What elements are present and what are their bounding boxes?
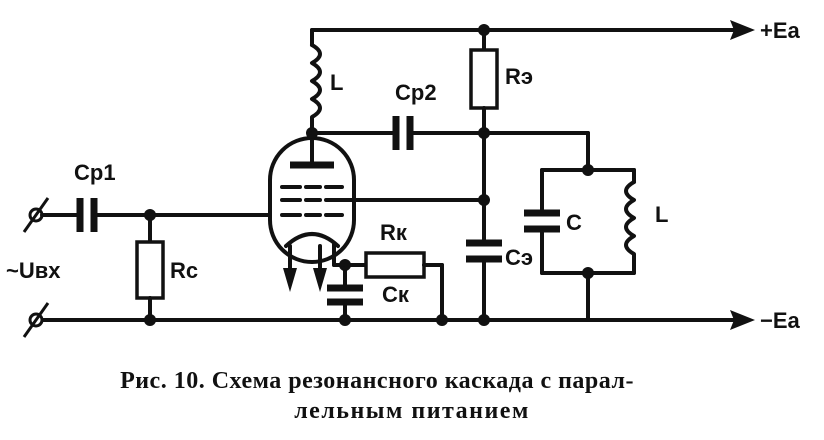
- anode-choke: [306, 28, 322, 139]
- tank-inductor-label: L: [655, 202, 668, 227]
- coupling-capacitor-1-label: Cр1: [74, 160, 116, 185]
- coupling-capacitor-2-label: Cр2: [395, 80, 437, 105]
- tank-circuit: [524, 164, 636, 322]
- choke-label: L: [330, 70, 343, 95]
- resonant-stage-schematic: +Eа −Eа ~Uвх Cр1 Rс: [6, 18, 801, 338]
- cathode-network: [327, 251, 444, 322]
- caption-line-1: Рис. 10. Схема резонансного каскада с па…: [120, 368, 634, 394]
- cathode-capacitor-label: Cк: [382, 282, 410, 307]
- grid-resistor-label: Rс: [170, 258, 198, 283]
- negative-supply-rail: [38, 310, 755, 330]
- figure-caption: Рис. 10. Схема резонансного каскада с па…: [0, 366, 824, 426]
- screen-resistor-label: Rэ: [505, 64, 533, 89]
- supply-negative-label: −Eа: [760, 308, 801, 333]
- screen-resistor: [469, 28, 499, 135]
- tank-capacitor-label: C: [566, 210, 582, 235]
- screen-capacitor-label: Cэ: [505, 245, 533, 270]
- grid-resistor: [135, 213, 165, 322]
- coupling-capacitor-2: [310, 116, 590, 172]
- cathode-resistor-label: Rк: [380, 220, 408, 245]
- vacuum-tube: [268, 131, 367, 292]
- caption-line-2: лельным питанием: [294, 398, 530, 424]
- input-terminals: [22, 197, 50, 338]
- input-voltage-label: ~Uвх: [6, 258, 61, 283]
- screen-capacitor: [352, 131, 502, 322]
- supply-positive-label: +Eа: [760, 18, 801, 43]
- coupling-capacitor-1: [40, 198, 272, 232]
- positive-supply-rail: [310, 20, 755, 40]
